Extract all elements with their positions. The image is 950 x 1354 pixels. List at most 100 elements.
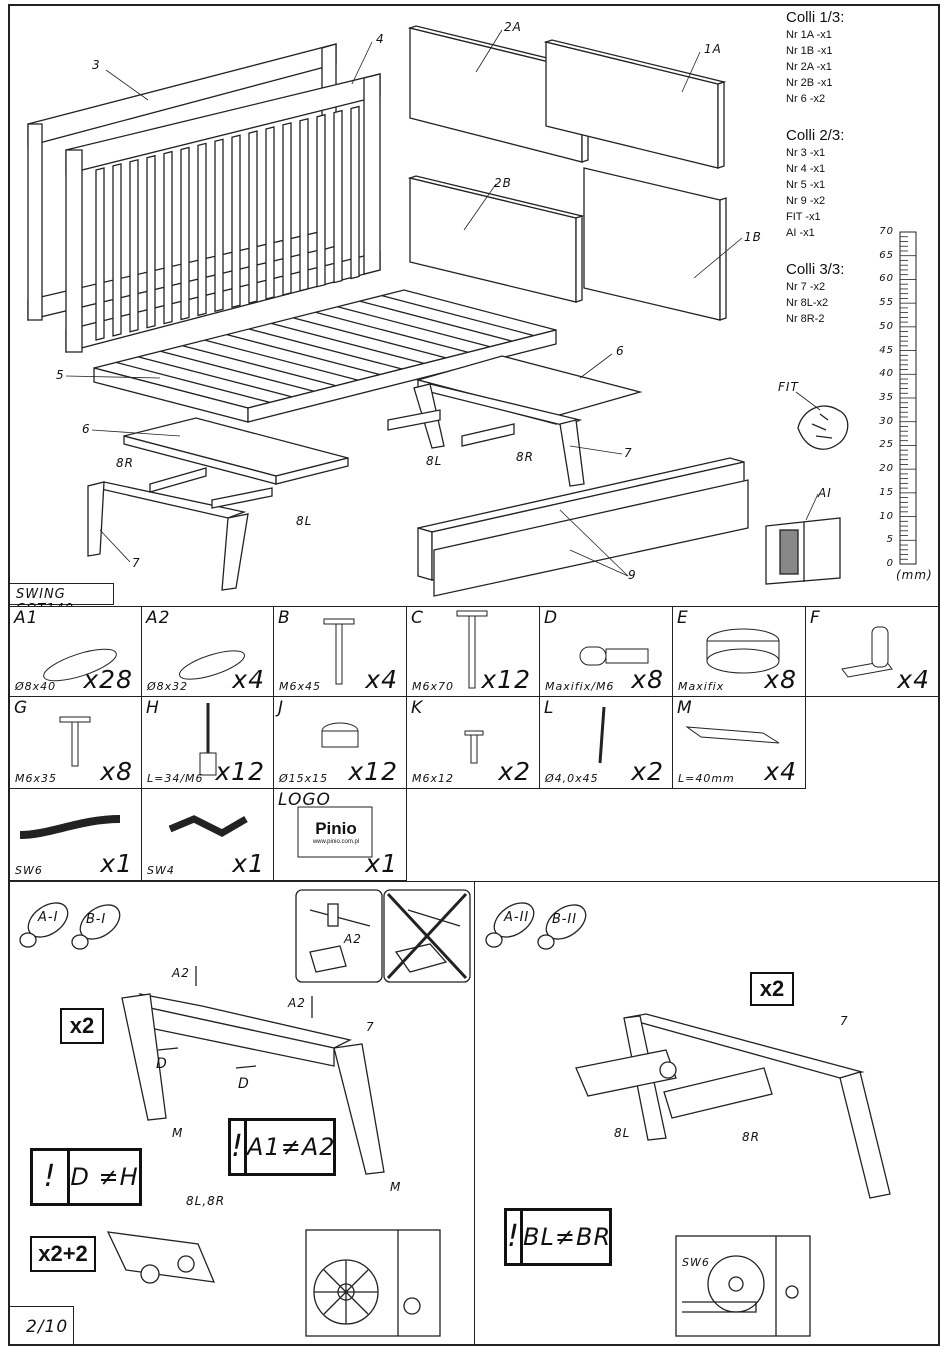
part-icon: [598, 706, 606, 764]
part-letter: B: [278, 608, 291, 628]
part-quantity: x12: [348, 757, 398, 786]
crib-bar: [180, 146, 190, 321]
ruler-label: 25: [879, 439, 894, 451]
label-d-2: D: [238, 1076, 250, 1092]
part-quantity: x4: [365, 665, 398, 694]
ruler-label: 45: [879, 344, 894, 356]
instruction-booklet: [765, 517, 841, 585]
part-quantity: x12: [215, 757, 265, 786]
ruler-label: 60: [879, 273, 894, 285]
slat: [204, 339, 359, 381]
part-icon: [19, 815, 121, 839]
part-icon: [579, 646, 649, 666]
part-quantity: x4: [232, 665, 265, 694]
multiplier-x2plus2: x2+2: [30, 1236, 96, 1272]
warning-text: D ≠H: [70, 1163, 139, 1191]
model-name: SWING COT140: [10, 583, 114, 617]
part-quantity: x2: [498, 757, 531, 786]
crib-bar: [112, 163, 122, 337]
panel-1a: [543, 39, 727, 169]
ruler-label: 5: [886, 534, 894, 546]
part-letter: A2: [146, 608, 171, 628]
label-7-right: 7: [624, 446, 633, 460]
label-8r-right: 8R: [516, 450, 534, 464]
colli-item: Nr 8R-2: [786, 313, 825, 325]
crib-bar: [129, 158, 139, 333]
part-size: SW4: [147, 864, 175, 877]
part-icon: [706, 628, 780, 674]
ruler-label: 40: [879, 368, 894, 380]
part-letter: LOGO: [278, 790, 331, 810]
label-4: 4: [376, 32, 385, 46]
crib-bar: [333, 109, 343, 284]
label-5: 5: [56, 368, 65, 382]
slat: [226, 333, 381, 376]
part-icon: [464, 730, 484, 764]
part-icon: [199, 703, 217, 776]
part-size: Ø8x40: [15, 680, 57, 693]
sw6-detail: [675, 1235, 811, 1337]
logo-url: www.pinio.com.pl: [312, 839, 360, 845]
dowel-detail-box: [295, 889, 383, 983]
label-2b: 2B: [494, 176, 512, 190]
part-size: Ø4,0x45: [545, 772, 599, 785]
ruler-label: 35: [879, 392, 894, 403]
part-letter: H: [146, 698, 160, 718]
footprints-icon: [19, 902, 121, 950]
step-left-drawing: [19, 889, 471, 1337]
crib-bar: [265, 126, 275, 300]
colli-item: Nr 7 -x2: [786, 281, 826, 293]
leg-frame-7-right: [387, 383, 585, 487]
part-size: Maxifix: [678, 680, 725, 693]
maxifix-detail: [305, 1229, 441, 1337]
colli-item: Nr 9 -x2: [786, 195, 826, 207]
label-sw6: SW6: [682, 1256, 710, 1269]
part-size: L=34/M6: [147, 772, 204, 785]
colli-3: Colli 3/3: Nr 7 -x2 Nr 8L-x2 Nr 8R-2: [786, 262, 844, 327]
slat: [248, 328, 403, 370]
label-a2-3: A2: [344, 932, 362, 946]
foot-label-a2: A-II: [504, 910, 530, 925]
slat: [337, 306, 491, 348]
slat: [160, 350, 315, 392]
colli-item: FIT -x1: [786, 211, 821, 223]
slat: [315, 311, 469, 353]
part-letter: K: [411, 698, 424, 718]
panel-2a: [407, 25, 591, 163]
part-icon: [168, 815, 248, 837]
part-letter: F: [810, 608, 821, 628]
leg-frame-assembly: [575, 1013, 891, 1199]
part-size: M6x70: [412, 680, 454, 693]
colli-2: Colli 2/3: Nr 3 -x1 Nr 4 -x1 Nr 5 -x1 Nr…: [786, 128, 844, 241]
leg-frame-7-left: [87, 467, 273, 591]
part-size: L=40mm: [678, 772, 735, 785]
label-a2-2: A2: [288, 996, 306, 1010]
part-letter: L: [544, 698, 555, 718]
slat: [115, 361, 271, 404]
part-size: M6x45: [279, 680, 321, 693]
part-size: Maxifix/M6: [545, 680, 615, 693]
part-icon: [685, 726, 780, 744]
part-letter: E: [677, 608, 689, 628]
crib-bar: [282, 122, 292, 296]
part-quantity: x8: [100, 757, 133, 786]
label-8l-8r: 8L,8R: [186, 1194, 226, 1208]
part-letter: M: [677, 698, 693, 718]
beams-9: [417, 457, 749, 597]
label-1b: 1B: [744, 230, 762, 244]
part-cell: B M6x45 x4: [274, 607, 407, 697]
crib-bar: [248, 130, 258, 304]
part-quantity: x4: [897, 665, 930, 694]
part-icon: [323, 618, 355, 685]
steps-divider: [474, 882, 475, 1346]
warning-text: BL≠BR: [523, 1223, 612, 1251]
shelf-6-left: [123, 417, 349, 485]
